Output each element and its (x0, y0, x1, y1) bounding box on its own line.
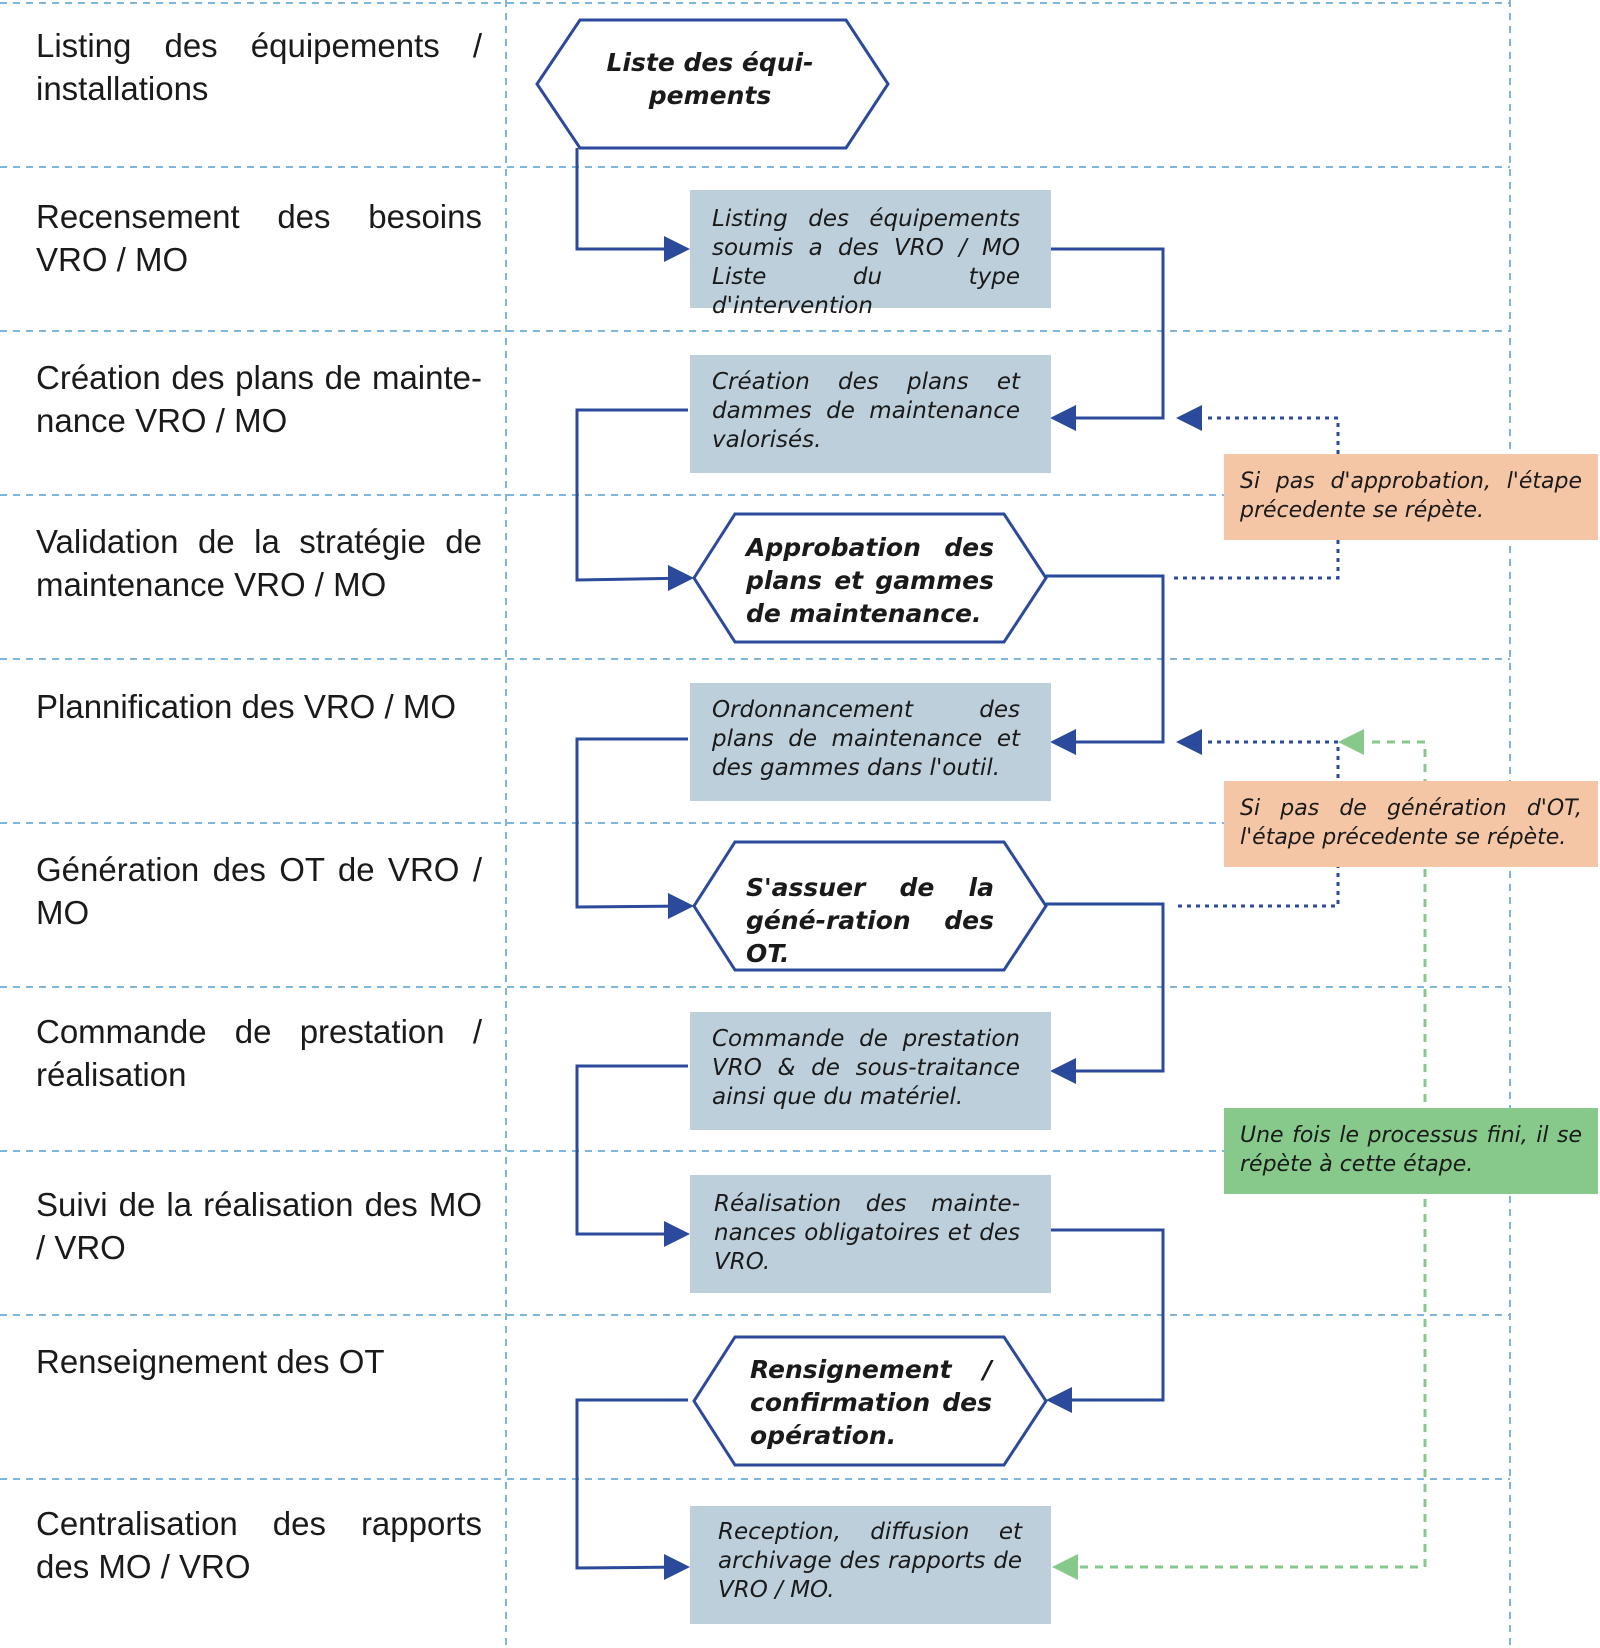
node-hex-6 (692, 840, 1048, 972)
flow-connectors (575, 148, 1165, 1570)
node-box-5 (690, 683, 1051, 801)
node-box-8 (690, 1175, 1051, 1293)
lane-label-2: Recensement des besoins VRO / MO (36, 198, 482, 278)
note-box-2 (1224, 781, 1598, 867)
dashed-loop-arrowheads (1052, 729, 1364, 1580)
node-text-7: Commande de prestation VRO & de sous-tra… (712, 1026, 1020, 1110)
node-text-9: Rensignement / confirmation des opératio… (750, 1355, 992, 1450)
node-hex-1 (535, 18, 890, 150)
lane-label-6: Génération des OT de VRO / MO (36, 851, 482, 931)
lane-label-5: Plannification des VRO / MO (36, 688, 457, 725)
node-text-1: Liste des équi-pements (606, 48, 814, 110)
lane-dividers (0, 0, 1511, 1648)
node-text-5: Ordonnancement des plans de maintenance … (712, 697, 1020, 781)
connector-1-2 (575, 148, 686, 251)
connector-3-4 (575, 408, 691, 582)
note-box-1 (1224, 454, 1598, 540)
connector-5-6 (575, 737, 691, 909)
node-text-8: Réalisation des mainte-nances obligatoir… (714, 1191, 1020, 1275)
connector-8-9 (1051, 1228, 1165, 1402)
lane-label-8: Suivi de la réalisation des MO / VRO (36, 1186, 482, 1266)
node-box-3 (690, 355, 1051, 473)
lane-label-7: Commande de prestation / réalisation (36, 1013, 482, 1093)
node-text-6: S'assuer de la géné-ration des OT. (746, 873, 994, 968)
connector-9-10 (575, 1398, 688, 1570)
flow-arrowheads (664, 236, 1076, 1580)
connector-2-3 (1051, 247, 1165, 420)
decision-hexagons (535, 18, 1048, 1467)
node-box-7 (690, 1012, 1051, 1130)
node-text-10: Reception, diffusion et archivage des ra… (718, 1519, 1022, 1603)
node-hex-4 (692, 512, 1048, 644)
note-text-3: Une fois le processus fini, il se répète… (1240, 1123, 1582, 1177)
node-text-2: Listing des équipements soumis a des VRO… (712, 206, 1020, 319)
lane-label-1: Listing des équipements / installations (36, 27, 482, 107)
connector-4-5 (1046, 574, 1165, 744)
process-boxes (690, 190, 1051, 1624)
connector-6-7 (1046, 902, 1165, 1073)
note-boxes (1224, 454, 1598, 1194)
connector-7-8 (575, 1064, 688, 1236)
dotted-loop-arrowheads (1176, 405, 1202, 755)
lane-label-4: Validation de la stratégie de maintenanc… (36, 523, 482, 603)
node-box-2 (690, 190, 1051, 308)
node-hex-9 (692, 1335, 1048, 1467)
lane-label-10: Centralisation des rapports des MO / VRO (36, 1505, 482, 1585)
node-text-4: Approbation des plans et gammes de maint… (746, 533, 994, 628)
note-box-3 (1224, 1108, 1598, 1194)
lane-label-9: Renseignement des OT (36, 1343, 385, 1380)
note-text-1: Si pas d'approbation, l'étape précedente… (1240, 469, 1582, 523)
node-text-3: Création des plans et dammes de maintena… (712, 369, 1020, 453)
lane-label-3: Création des plans de mainte-nance VRO /… (36, 359, 482, 439)
node-box-10 (690, 1506, 1051, 1624)
note-text-2: Si pas de génération d'OT, l'étape préce… (1240, 796, 1582, 850)
